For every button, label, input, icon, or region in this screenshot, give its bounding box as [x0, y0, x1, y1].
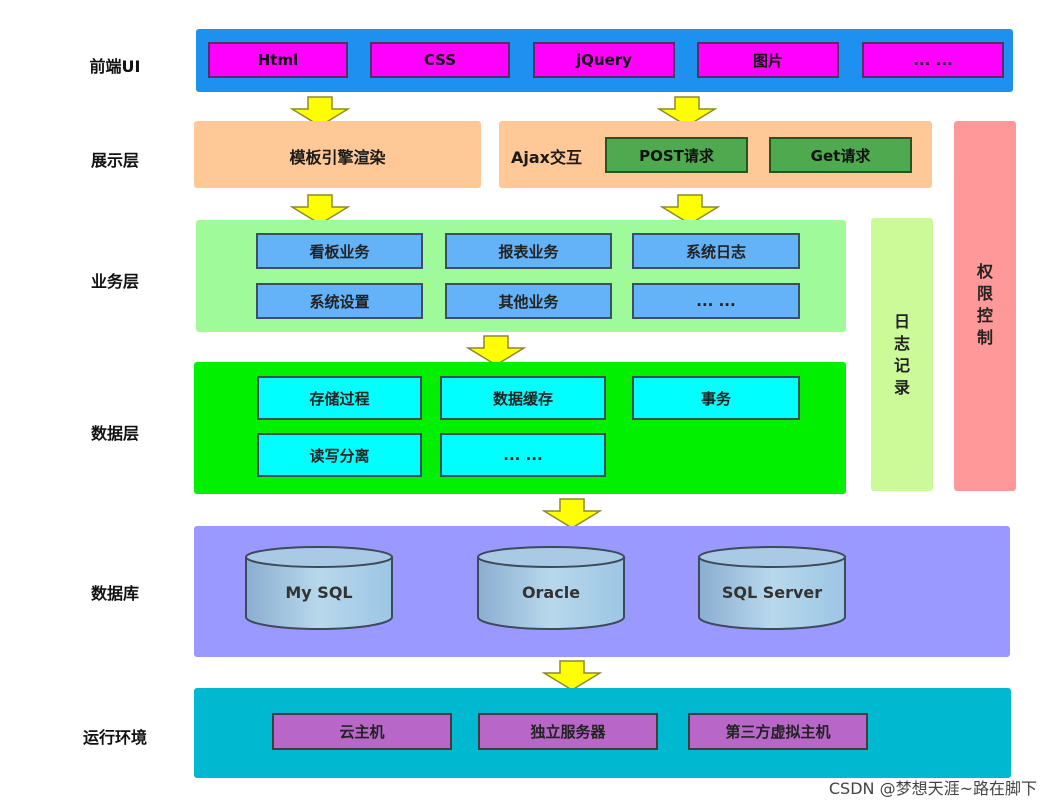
runtime-item-virtual-host: 第三方虚拟主机 — [688, 713, 868, 750]
database-icon — [477, 546, 625, 630]
layer-label-data: 数据层 — [90, 424, 139, 443]
logging-panel — [871, 218, 933, 491]
down-arrow-icon — [466, 335, 526, 366]
down-arrow-icon — [290, 96, 350, 127]
permission-label: 权 限 控 制 — [976, 262, 993, 347]
watermark: CSDN @梦想天涯~路在脚下 — [828, 779, 1037, 798]
business-item-settings: 系统设置 — [256, 283, 423, 319]
database-name: Oracle — [521, 583, 581, 602]
data-item-stored-procedure: 存储过程 — [257, 376, 422, 420]
business-item-syslog: 系统日志 — [632, 233, 800, 269]
business-item-report: 报表业务 — [445, 233, 612, 269]
database-name: SQL Server — [721, 583, 823, 602]
down-arrow-icon — [660, 194, 720, 225]
down-arrow-icon — [657, 96, 717, 127]
post-request-box: POST请求 — [605, 137, 748, 173]
down-arrow-icon — [542, 660, 602, 691]
frontend-item-css: CSS — [370, 42, 510, 78]
layer-label-runtime: 运行环境 — [82, 728, 147, 747]
business-item-kanban: 看板业务 — [256, 233, 423, 269]
data-item-rw-split: 读写分离 — [257, 433, 422, 477]
template-render-band — [194, 121, 481, 188]
frontend-item-html: Html — [208, 42, 348, 78]
database-cylinder-oracle: Oracle — [476, 545, 626, 631]
logging-label: 日 志 记 录 — [893, 312, 910, 397]
frontend-item-images: 图片 — [697, 42, 839, 78]
runtime-item-dedicated-server: 独立服务器 — [478, 713, 658, 750]
layer-label-frontend: 前端UI — [89, 57, 141, 76]
database-icon — [698, 546, 846, 630]
frontend-item-more: ... ... — [862, 42, 1004, 78]
ajax-label: Ajax交互 — [511, 148, 582, 167]
down-arrow-icon — [542, 498, 602, 529]
data-item-more: ... ... — [440, 433, 606, 477]
business-item-other: 其他业务 — [445, 283, 612, 319]
down-arrow-icon — [290, 194, 350, 225]
get-request-box: Get请求 — [769, 137, 912, 173]
layer-label-database: 数据库 — [90, 584, 139, 603]
database-cylinder-mysql: My SQL — [244, 545, 394, 631]
layer-label-presentation: 展示层 — [90, 151, 139, 170]
database-name: My SQL — [285, 583, 353, 602]
runtime-item-cloud-host: 云主机 — [272, 713, 452, 750]
template-engine-label: 模板引擎渲染 — [289, 148, 386, 167]
database-icon — [245, 546, 393, 630]
data-item-cache: 数据缓存 — [440, 376, 606, 420]
business-item-more: ... ... — [632, 283, 800, 319]
permission-panel — [954, 121, 1016, 491]
frontend-item-jquery: jQuery — [533, 42, 675, 78]
data-item-transaction: 事务 — [632, 376, 800, 420]
database-cylinder-sqlserver: SQL Server — [697, 545, 847, 631]
layer-label-business: 业务层 — [90, 272, 139, 291]
